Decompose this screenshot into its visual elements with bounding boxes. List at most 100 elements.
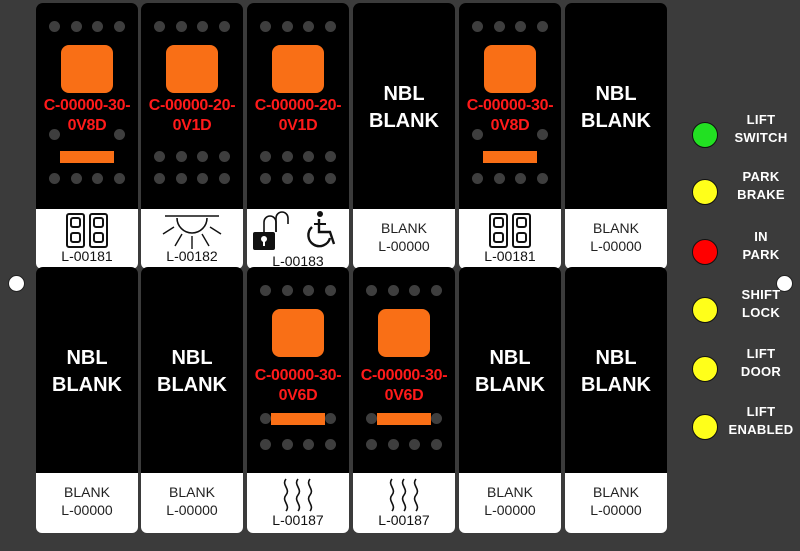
part-code-line1: C-00000-20- [254, 97, 342, 114]
rocker-switch-2[interactable]: C-00000-20- 0V1D L-00182 [141, 3, 243, 269]
dot-row-middle [366, 413, 442, 425]
indicator-lift-door: LIFT DOOR [692, 345, 800, 395]
rocker-switch-8[interactable]: NBL BLANK BLANK L-00000 [141, 267, 243, 533]
switch-body[interactable]: C-00000-30- 0V8D [36, 3, 138, 209]
indicator-lamp [378, 309, 430, 357]
part-code-line1: C-00000-30- [360, 367, 448, 384]
label-code: L-00181 [484, 248, 536, 264]
dot-row-bottom [154, 173, 230, 185]
label-code: L-00187 [378, 512, 430, 528]
blank-text-line2: BLANK [52, 374, 122, 396]
switch-label: L-00183 [247, 209, 349, 269]
label-code: L-00000 [590, 502, 642, 518]
blank-text-line1: NBL [171, 347, 213, 369]
label-code: L-00000 [166, 502, 218, 518]
switch-label: L-00187 [353, 473, 455, 533]
blank-text-line1: NBL [595, 347, 637, 369]
dot-row-top [49, 21, 125, 33]
dot-row-bottom [366, 439, 442, 451]
blank-text-line1: NBL [66, 347, 108, 369]
rocker-switch-9[interactable]: C-00000-30- 0V6D L-00187 [247, 267, 349, 533]
dot-row-middle [472, 129, 548, 141]
rocker-switch-12[interactable]: NBL BLANK BLANK L-00000 [565, 267, 667, 533]
blank-text-line2: BLANK [157, 374, 227, 396]
dot-row-middle [49, 129, 125, 141]
switch-label: L-00181 [459, 209, 561, 269]
switch-body[interactable]: C-00000-30- 0V6D [353, 267, 455, 473]
label-code: L-00000 [61, 502, 113, 518]
rocker-switch-3[interactable]: C-00000-20- 0V1D L-00183 [247, 3, 349, 269]
switch-body[interactable]: C-00000-20- 0V1D [141, 3, 243, 209]
indicator-lamp [272, 309, 324, 357]
label-code: L-00000 [590, 238, 642, 254]
dot-row-bottom [260, 173, 336, 185]
indicator-lift-switch: LIFT SWITCH [692, 111, 800, 161]
rocker-switch-5[interactable]: C-00000-30- 0V8D L-00181 [459, 3, 561, 269]
mounting-hole-right [776, 275, 793, 292]
padlock-wheelchair-icon [247, 211, 349, 250]
dual-rocker-icon [459, 212, 561, 250]
switch-body[interactable]: C-00000-20- 0V1D [247, 3, 349, 209]
heat-waves-icon [247, 476, 349, 514]
indicator-label-line1: LIFT [746, 112, 776, 127]
blank-text-line2: BLANK [369, 110, 439, 132]
led-bar [271, 413, 325, 425]
switch-body[interactable]: NBL BLANK [459, 267, 561, 473]
part-code-line1: C-00000-30- [466, 97, 554, 114]
part-code-line2: 0V1D [278, 117, 318, 134]
label-word: BLANK [487, 484, 533, 500]
rocker-switch-6[interactable]: NBL BLANK BLANK L-00000 [565, 3, 667, 269]
part-code-line1: C-00000-30- [254, 367, 342, 384]
yellow-led-icon [692, 414, 718, 440]
dot-row-top [366, 285, 442, 297]
led-bar [483, 151, 537, 163]
rocker-switch-1[interactable]: C-00000-30- 0V8D L-00181 [36, 3, 138, 269]
part-code-line2: 0V8D [67, 117, 107, 134]
dot-row-bottom [472, 173, 548, 185]
heat-waves-icon [353, 476, 455, 514]
dot-row-bottom [49, 173, 125, 185]
blank-text-line2: BLANK [581, 110, 651, 132]
dot-row-top [154, 21, 230, 33]
switch-label: BLANK L-00000 [141, 473, 243, 533]
blank-text-line2: BLANK [581, 374, 651, 396]
label-code: L-00000 [484, 502, 536, 518]
green-led-icon [692, 122, 718, 148]
red-led-icon [692, 239, 718, 265]
blank-text-line1: NBL [595, 83, 637, 105]
switch-body[interactable]: C-00000-30- 0V8D [459, 3, 561, 209]
indicator-in-park: IN PARK [692, 228, 800, 278]
rocker-switch-7[interactable]: NBL BLANK BLANK L-00000 [36, 267, 138, 533]
label-code: L-00182 [166, 248, 218, 264]
switch-label: BLANK L-00000 [565, 473, 667, 533]
indicator-label-line2: LOCK [741, 305, 781, 320]
switch-body[interactable]: NBL BLANK [565, 267, 667, 473]
label-code: L-00181 [61, 248, 113, 264]
label-word: BLANK [593, 220, 639, 236]
dot-row-middle [260, 413, 336, 425]
label-word: BLANK [593, 484, 639, 500]
indicator-label-line1: LIFT [746, 346, 776, 361]
dual-rocker-icon [36, 212, 138, 250]
label-word: BLANK [64, 484, 110, 500]
switch-body[interactable]: NBL BLANK [141, 267, 243, 473]
label-code: L-00000 [378, 238, 430, 254]
switch-body[interactable]: NBL BLANK [36, 267, 138, 473]
switch-body[interactable]: NBL BLANK [565, 3, 667, 209]
indicator-label-line2: ENABLED [728, 422, 794, 437]
blank-text-line2: BLANK [475, 374, 545, 396]
dot-row-middle [260, 151, 336, 163]
rocker-switch-10[interactable]: C-00000-30- 0V6D L-00187 [353, 267, 455, 533]
rocker-switch-11[interactable]: NBL BLANK BLANK L-00000 [459, 267, 561, 533]
indicator-label-line2: SWITCH [734, 130, 788, 145]
indicator-lamp [484, 45, 536, 93]
rocker-switch-4[interactable]: NBL BLANK BLANK L-00000 [353, 3, 455, 269]
blank-text-line1: NBL [489, 347, 531, 369]
part-code-line1: C-00000-20- [148, 97, 236, 114]
blank-text-line1: NBL [383, 83, 425, 105]
switch-body[interactable]: NBL BLANK [353, 3, 455, 209]
part-code-line2: 0V1D [172, 117, 212, 134]
switch-body[interactable]: C-00000-30- 0V6D [247, 267, 349, 473]
indicator-shift-lock: SHIFT LOCK [692, 286, 800, 336]
led-bar [377, 413, 431, 425]
